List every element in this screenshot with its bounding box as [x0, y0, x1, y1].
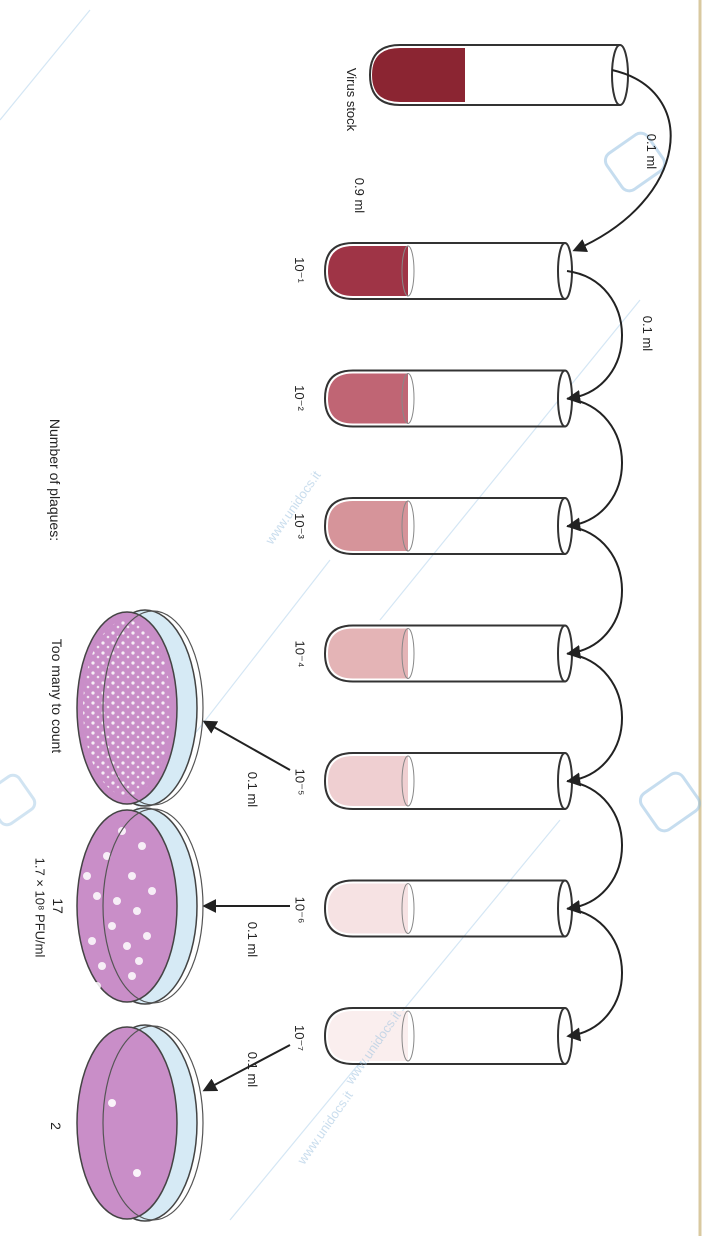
plaque — [98, 962, 106, 970]
plaque — [128, 972, 136, 980]
dilution-tube — [325, 753, 572, 809]
plaque — [93, 982, 101, 990]
dish-agar — [77, 1027, 177, 1219]
plaques-heading: Number of plaques: — [47, 419, 63, 541]
plate-count-1: Too many to count — [49, 639, 65, 753]
plaque — [138, 842, 146, 850]
dish-agar — [77, 810, 177, 1002]
tube-dilution-label-5: 10⁻⁵ — [291, 769, 307, 796]
dilution-tube — [325, 498, 572, 554]
plaque — [123, 942, 131, 950]
plaque — [133, 907, 141, 915]
stock-transfer-volume-label: 0.1 ml — [644, 134, 659, 169]
tube-dilution-label-6: 10⁻⁶ — [291, 897, 307, 924]
diluent-volume-label: 0.9 ml — [352, 178, 367, 213]
dilution-tube — [325, 371, 572, 427]
tube-transfer-arrow — [567, 909, 622, 1037]
tube-transfer-arrow — [567, 781, 622, 909]
tube-dilution-label-4: 10⁻⁴ — [291, 641, 307, 668]
tube-transfer-arrow — [567, 654, 622, 782]
watermark-lines — [0, 10, 640, 1220]
plaque — [113, 897, 121, 905]
petri-dish — [77, 1025, 203, 1221]
plaque — [93, 892, 101, 900]
tube-liquid — [328, 501, 408, 551]
plaques-many — [83, 620, 171, 796]
plate-count-3: 2 — [48, 1122, 64, 1130]
watermark-logo-2 — [637, 770, 703, 835]
petri-dish — [77, 808, 203, 1004]
plate-transfer-label-2: 0.1 ml — [245, 922, 260, 957]
tube-transfer-arrow — [567, 399, 622, 527]
plate-result-2: 1.7 × 10⁸ PFU/ml — [32, 858, 47, 958]
plaque — [83, 872, 91, 880]
tube-liquid — [328, 246, 408, 296]
virus-stock-label: Virus stock — [344, 68, 359, 131]
dilution-tube — [325, 881, 572, 937]
tube-liquid — [328, 629, 408, 679]
plaque — [88, 937, 96, 945]
tube-liquid — [328, 884, 408, 934]
tube-dilution-label-2: 10⁻² — [291, 385, 307, 411]
tube-liquid — [328, 756, 408, 806]
dilution-tube — [325, 243, 572, 299]
petri-dishes — [77, 610, 203, 1221]
watermark-logo-3 — [0, 772, 38, 828]
plaque — [148, 887, 156, 895]
plate-transfer-label-1: 0.1 ml — [245, 772, 260, 807]
dilution-tube — [325, 626, 572, 682]
plate-transfer-label-3: 0.1 ml — [245, 1052, 260, 1087]
virus-stock-tube — [370, 45, 628, 105]
tube-liquid — [328, 374, 408, 424]
plaque — [108, 922, 116, 930]
dilution-tubes — [325, 243, 572, 1064]
plaque — [133, 1169, 141, 1177]
tube-transfer-arrow — [567, 526, 622, 654]
tube-dilution-label-1: 10⁻¹ — [291, 257, 307, 283]
tube-transfer-volume-label: 0.1 ml — [640, 316, 655, 351]
plaque — [135, 957, 143, 965]
plate-count-2: 17 — [50, 898, 66, 914]
plaque — [143, 932, 151, 940]
plaque — [108, 1099, 116, 1107]
tube-dilution-label-7: 10⁻⁷ — [291, 1025, 307, 1051]
tube-transfer-arrows — [567, 271, 622, 1036]
petri-dish — [77, 610, 203, 806]
plaque — [128, 872, 136, 880]
